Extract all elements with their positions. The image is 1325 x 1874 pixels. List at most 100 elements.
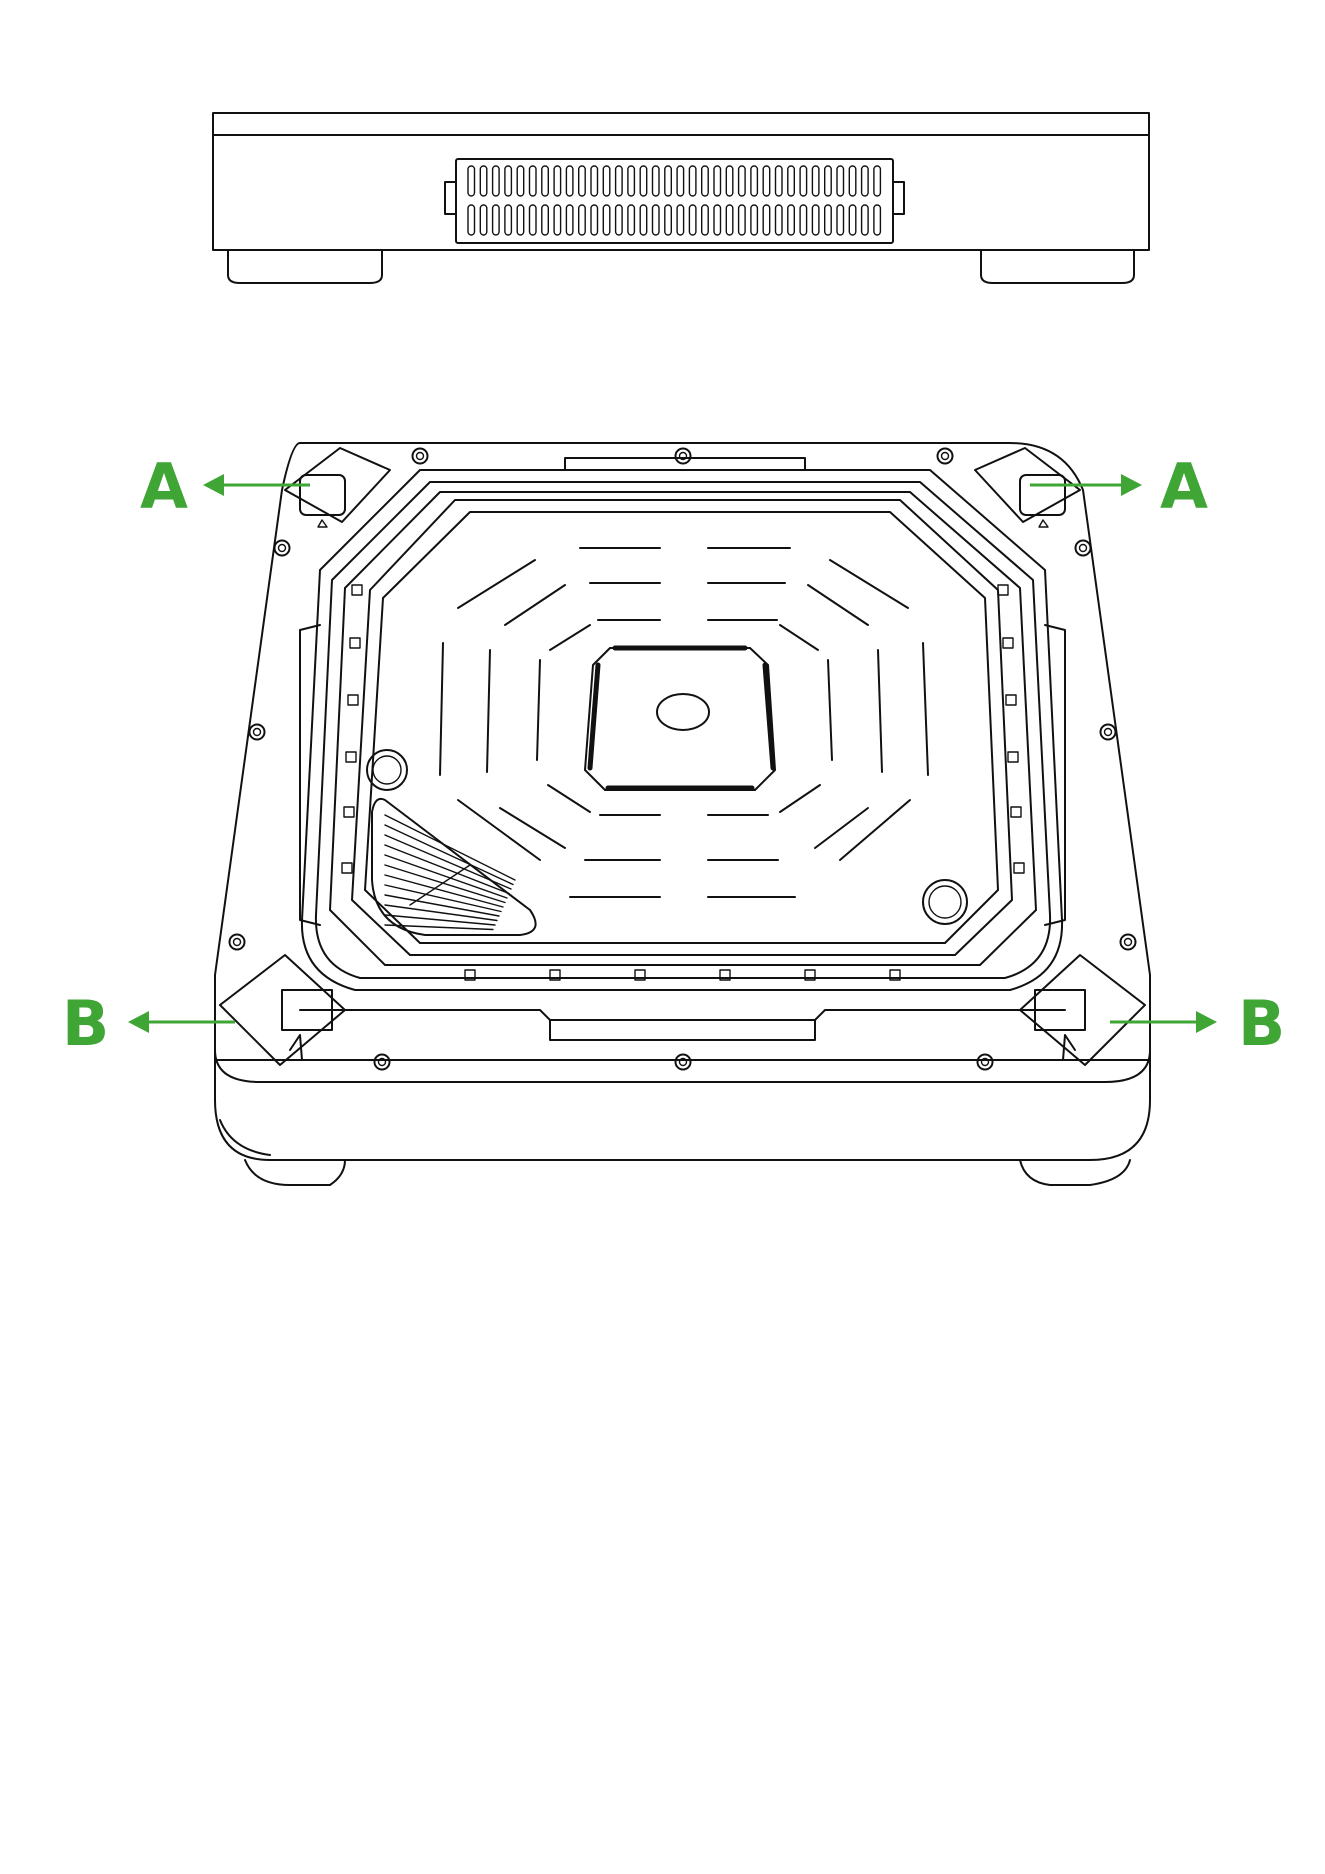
- vent-slot: [616, 205, 623, 235]
- port-right: [923, 880, 967, 924]
- vent-slot: [726, 166, 733, 196]
- screw: [676, 449, 691, 464]
- vent-slot: [640, 205, 647, 235]
- vent-slot: [837, 166, 844, 196]
- bottom-view: [215, 443, 1150, 1185]
- rib-segment: [840, 800, 910, 860]
- clip: [350, 638, 360, 648]
- vent-grille: [445, 159, 904, 243]
- clip: [1008, 752, 1018, 762]
- vent-slot: [776, 205, 783, 235]
- screw-center: [234, 939, 241, 946]
- vent-slot: [874, 166, 881, 196]
- center-mount: [585, 648, 775, 790]
- clip: [348, 695, 358, 705]
- vent-slot: [849, 166, 856, 196]
- vent-slot: [603, 166, 610, 196]
- callout-top-right: A: [1030, 450, 1208, 523]
- rib-segment: [830, 560, 908, 608]
- rib-segment: [537, 660, 540, 760]
- clip: [344, 807, 354, 817]
- rib-segment: [440, 643, 443, 775]
- vent-slot: [554, 205, 561, 235]
- screw-center: [1080, 545, 1087, 552]
- vent-slot: [517, 166, 524, 196]
- port-left: [367, 750, 407, 790]
- rib-segment: [780, 625, 818, 650]
- screw-center: [279, 545, 286, 552]
- vent-slot: [776, 166, 783, 196]
- vent-slot: [628, 205, 635, 235]
- vent-hatch-line: [385, 825, 513, 885]
- screw: [1101, 725, 1116, 740]
- vent-slot: [468, 166, 475, 196]
- clip: [998, 585, 1008, 595]
- vent-slot: [566, 166, 573, 196]
- vent-slot: [714, 166, 721, 196]
- vent-corner: [372, 799, 536, 935]
- vent-slot: [579, 205, 586, 235]
- vent-slot: [591, 166, 598, 196]
- vent-slot: [677, 166, 684, 196]
- rib-segment: [548, 785, 590, 812]
- vent-slot: [665, 205, 672, 235]
- clip: [1014, 863, 1024, 873]
- screw-center: [417, 453, 424, 460]
- vent-slot: [689, 166, 696, 196]
- vent-hatch-line: [385, 845, 509, 894]
- screw: [375, 1055, 390, 1070]
- vent-slot: [862, 205, 869, 235]
- rib-pattern: [440, 548, 928, 897]
- rib-segment: [505, 585, 565, 625]
- screw: [978, 1055, 993, 1070]
- screw-group: [230, 449, 1136, 1070]
- rib-segment: [550, 625, 590, 650]
- vent-slot: [751, 166, 758, 196]
- screw-center: [1105, 729, 1112, 736]
- clip: [342, 863, 352, 873]
- vent-slot: [603, 205, 610, 235]
- callout-label-bottom-left: B: [62, 987, 109, 1060]
- vent-slot: [505, 205, 512, 235]
- vent-slot: [812, 166, 819, 196]
- callout-label-bottom-right: B: [1238, 987, 1285, 1060]
- vent-slot: [554, 166, 561, 196]
- vent-slot: [542, 166, 549, 196]
- screw-center: [254, 729, 261, 736]
- vent-slot: [579, 166, 586, 196]
- clip: [1003, 638, 1013, 648]
- vent-slot: [702, 205, 709, 235]
- vent-slot: [542, 205, 549, 235]
- vent-slot: [689, 205, 696, 235]
- rib-segment: [500, 808, 565, 848]
- vent-slot: [653, 166, 660, 196]
- rib-segment: [923, 643, 928, 775]
- screw: [413, 449, 428, 464]
- clip: [352, 585, 362, 595]
- vent-slot: [788, 205, 795, 235]
- screw: [230, 935, 245, 950]
- vent-slot: [849, 205, 856, 235]
- corner-pocket-top-right: [975, 448, 1080, 527]
- vent-slot: [653, 205, 660, 235]
- vent-slot: [665, 166, 672, 196]
- callout-label-top-right: A: [1160, 450, 1208, 523]
- rib-segment: [780, 785, 820, 812]
- rib-segment: [487, 650, 490, 772]
- screw: [676, 1055, 691, 1070]
- clip: [1011, 807, 1021, 817]
- vent-slot: [628, 166, 635, 196]
- screw: [1076, 541, 1091, 556]
- vent-slot: [726, 205, 733, 235]
- vent-slot: [468, 205, 475, 235]
- vent-slot: [800, 166, 807, 196]
- vent-slot: [591, 205, 598, 235]
- vent-slot: [480, 166, 487, 196]
- vent-hatch-line: [385, 865, 505, 903]
- vent-slot: [763, 205, 770, 235]
- vent-slot: [640, 166, 647, 196]
- vent-slot: [480, 205, 487, 235]
- screw-center: [1125, 939, 1132, 946]
- rib-segment: [808, 585, 868, 625]
